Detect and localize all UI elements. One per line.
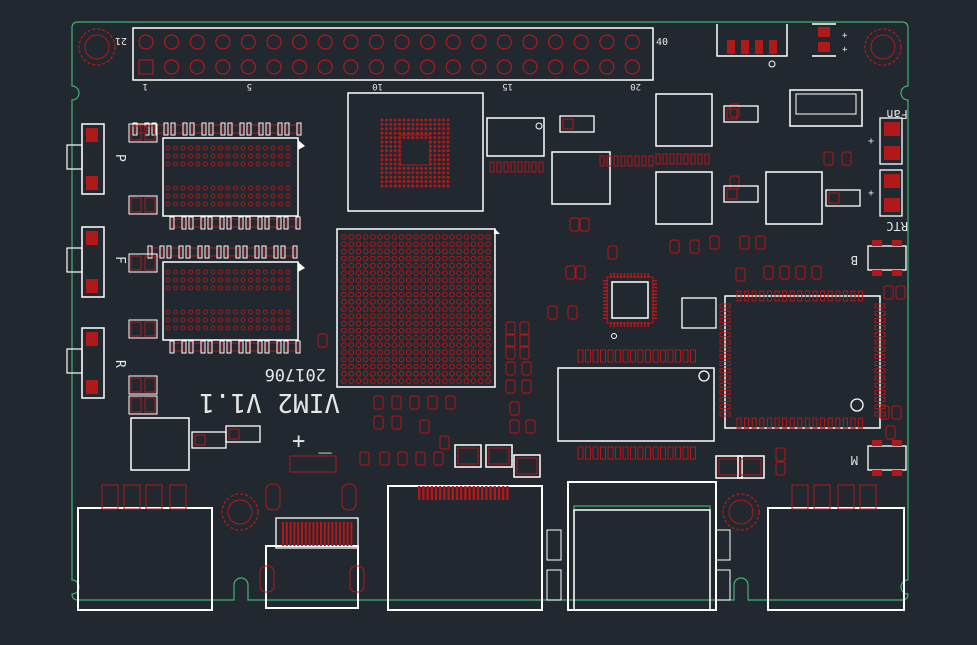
header-label-5: 5 <box>247 81 252 91</box>
label-b: B <box>851 253 858 267</box>
svg-text:+: + <box>842 31 848 41</box>
header-label-1: 1 <box>143 81 148 91</box>
mounting-hole-bottom-right <box>722 493 760 531</box>
gpio-header-40pin <box>132 27 654 81</box>
board-date: 201706 <box>265 364 326 384</box>
button-b[interactable] <box>867 240 907 276</box>
button-p[interactable] <box>66 123 105 195</box>
ethernet-port[interactable] <box>387 485 543 611</box>
battery-connector <box>789 89 863 127</box>
usb-port-left[interactable] <box>77 484 213 611</box>
button-f[interactable] <box>66 226 105 298</box>
button-r[interactable] <box>66 327 105 399</box>
inductor-3 <box>765 171 823 225</box>
board-outline <box>71 21 909 601</box>
label-button-f: F <box>112 256 127 264</box>
button-m[interactable] <box>867 440 907 476</box>
label-m: M <box>851 453 858 467</box>
mounting-hole-top-left <box>78 28 116 66</box>
ddr-chip-top <box>162 137 305 217</box>
led-indicator: ++ <box>812 23 848 57</box>
flash-chip <box>557 349 715 460</box>
main-bga-chip <box>336 228 500 388</box>
hdmi-port[interactable] <box>259 455 365 609</box>
qfn-chip <box>603 273 657 339</box>
wifi-module <box>719 290 886 429</box>
mounting-hole-bottom-left <box>221 493 259 531</box>
svg-text:+: + <box>868 188 874 199</box>
inductor-4 <box>130 417 190 471</box>
header-label-40: 40 <box>656 37 668 48</box>
header-label-20: 20 <box>630 81 641 91</box>
svg-text:+: + <box>842 45 848 55</box>
label-button-p: P <box>112 154 127 162</box>
polarity-mark: + _ <box>292 429 332 454</box>
inductor-1 <box>655 93 713 147</box>
mounting-hole-top-right <box>864 28 902 66</box>
header-label-15: 15 <box>502 81 513 91</box>
fan-connector[interactable]: + <box>868 117 903 165</box>
usb-port-right[interactable] <box>767 484 905 611</box>
label-button-r: R <box>112 360 127 368</box>
label-fan: Fan <box>886 107 908 121</box>
usb-c-port[interactable] <box>546 481 731 611</box>
inductor-2 <box>655 171 713 225</box>
rtc-connector[interactable]: + <box>868 169 903 217</box>
top-connector <box>716 24 788 68</box>
board-name: VIM2 V1.1 <box>199 387 340 417</box>
ddr-chip-bottom <box>162 261 305 341</box>
regulator-1 <box>551 151 611 205</box>
header-label-21: 21 <box>115 35 127 46</box>
header-label-10: 10 <box>372 81 383 91</box>
small-ic-1 <box>486 117 545 157</box>
soc-chip <box>347 92 484 212</box>
svg-text:+: + <box>868 136 874 147</box>
label-rtc: RTC <box>886 219 908 233</box>
